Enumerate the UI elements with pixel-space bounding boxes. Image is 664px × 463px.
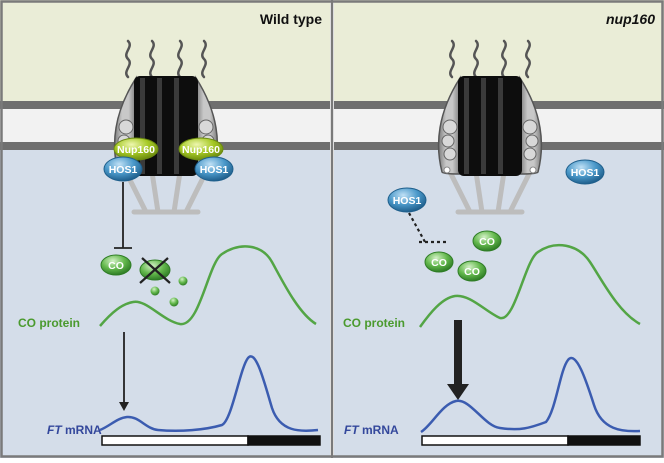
nup160-protein-right: Nup160 [178,137,224,161]
co-label: CO [479,236,495,248]
empty-nup-site [529,166,537,174]
nup160-label: Nup160 [117,144,155,156]
hos1-protein-left: HOS1 [103,156,143,182]
co-fragments [150,276,188,307]
panel-wild-type: Nup160 Nup160 HOS1 HOS1 CO [0,0,330,458]
hos1-label: HOS1 [109,164,138,176]
ft-mrna-label: FT mRNA [47,423,102,437]
cross-icon [139,257,169,284]
arrow-thin [119,332,129,411]
photoperiod-bar [421,435,641,446]
hos1-label: HOS1 [200,164,229,176]
hos1-protein-displaced: HOS1 [387,187,427,213]
co-label: CO [108,260,124,272]
co-protein-label: CO protein [343,316,405,330]
panel-title-nup160: nup160 [606,11,655,27]
nuclear-pore-complex [437,75,543,177]
ft-mrna-curve [420,356,641,434]
empty-nup-site [443,166,451,174]
hos1-protein-right: HOS1 [194,156,234,182]
co-protein-label: CO protein [18,316,80,330]
co-protein: CO [424,251,454,273]
hos1-label: HOS1 [571,167,600,179]
co-label: CO [464,266,480,278]
panel-nup160: HOS1 HOS1 CO CO CO CO protein FT [334,0,664,458]
hos1-label: HOS1 [393,195,422,207]
inhibition-line [114,182,132,249]
ft-mrna-curve [99,355,319,433]
arrow-thick [447,320,469,400]
weak-inhibition-line [408,212,446,244]
co-label: CO [431,257,447,269]
nup160-label: Nup160 [182,144,220,156]
hos1-protein-free: HOS1 [565,159,605,185]
co-protein: CO [100,254,132,276]
co-protein-curve [418,244,641,328]
photoperiod-bar [101,435,321,446]
degraded-co-protein [139,257,171,284]
co-protein: CO [472,230,502,252]
co-protein-curve [99,245,317,327]
ft-mrna-label: FT mRNA [344,423,399,437]
panel-title-wild-type: Wild type [260,11,322,27]
co-protein: CO [457,260,487,282]
